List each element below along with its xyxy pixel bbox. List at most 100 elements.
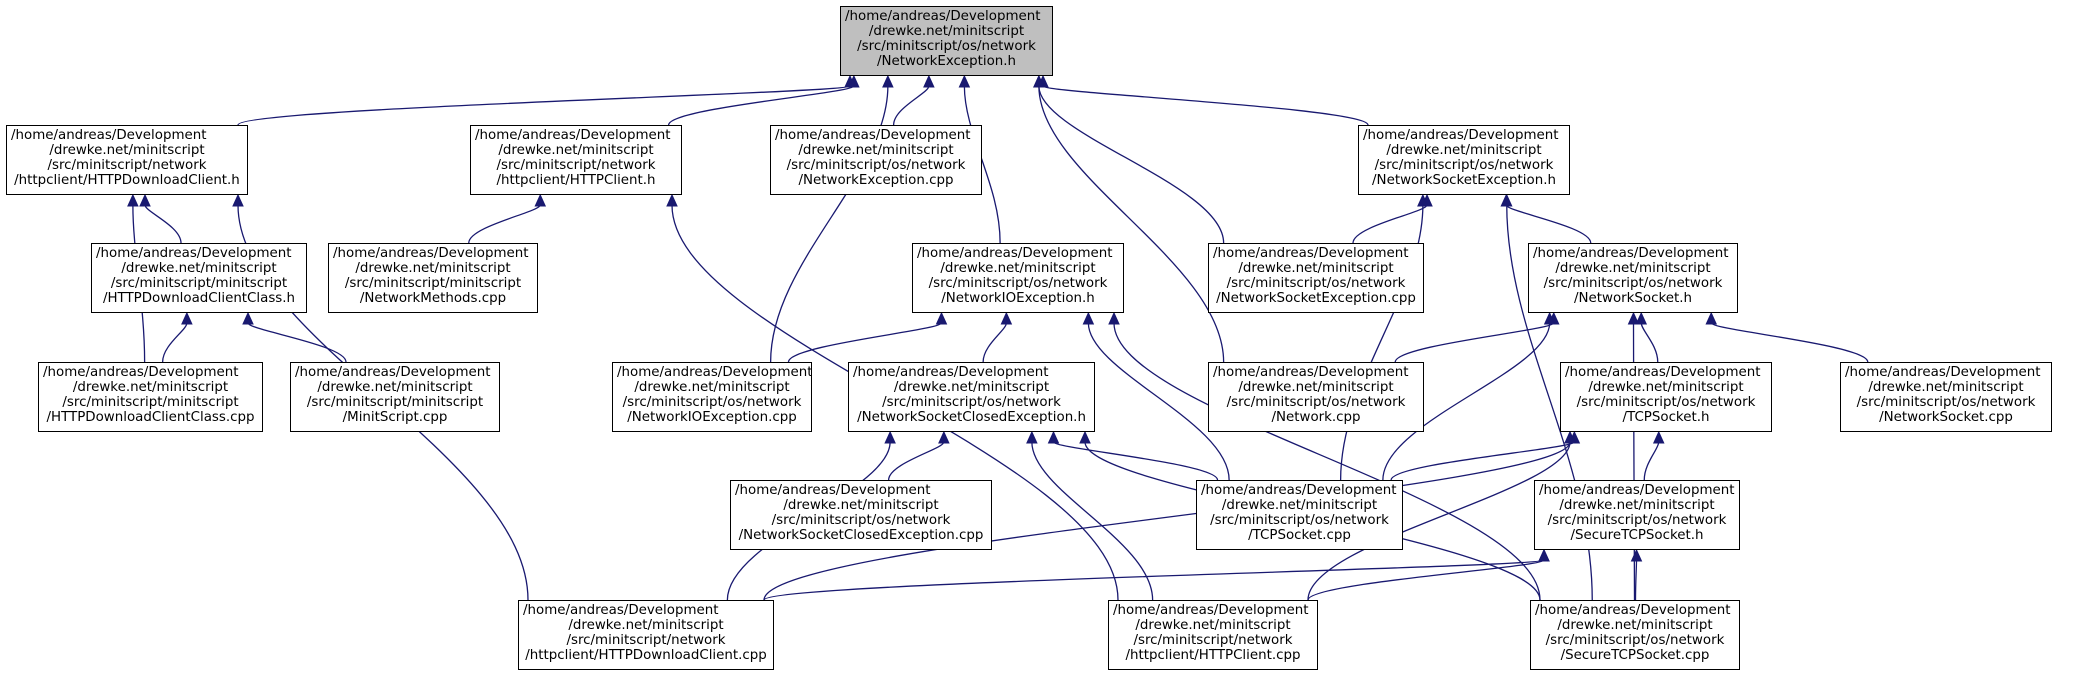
node-label-line: /SecureTCPSocket.h bbox=[1570, 528, 1704, 543]
arrowhead-n22-to-n13 bbox=[1079, 430, 1091, 444]
edge-n21-to-n19 bbox=[1307, 559, 1545, 601]
node-label-line: /home/andreas/Development bbox=[523, 603, 719, 618]
node-label-line: /src/minitscript/os/network bbox=[1226, 276, 1406, 291]
edge-n22-to-n19 bbox=[1634, 559, 1638, 601]
arrowhead-n18-to-n7 bbox=[1082, 311, 1095, 325]
node-tcp-socket-cpp[interactable]: /home/andreas/Development/drewke.net/min… bbox=[1196, 480, 1403, 550]
node-label-line: /MinitScript.cpp bbox=[342, 410, 448, 425]
node-network-socket-cpp[interactable]: /home/andreas/Development/drewke.net/min… bbox=[1840, 362, 2052, 432]
edge-n10-to-n5 bbox=[161, 322, 188, 363]
node-label-line: /home/andreas/Development bbox=[1213, 365, 1409, 380]
node-label-line: /home/andreas/Development bbox=[96, 246, 292, 261]
edge-n8-to-n0 bbox=[1038, 85, 1225, 244]
node-label-line: /drewke.net/minitscript bbox=[1238, 261, 1394, 276]
node-network-io-exception-h[interactable]: /home/andreas/Development/drewke.net/min… bbox=[912, 243, 1124, 313]
node-network-cpp[interactable]: /home/andreas/Development/drewke.net/min… bbox=[1208, 362, 1424, 432]
node-http-download-client-h[interactable]: /home/andreas/Development/drewke.net/min… bbox=[6, 125, 248, 195]
node-label-line: /src/minitscript/os/network bbox=[928, 276, 1108, 291]
node-label-line: /httpclient/HTTPClient.h bbox=[496, 173, 656, 188]
node-label-line: /home/andreas/Development bbox=[1213, 246, 1409, 261]
edge-n22-to-n9 bbox=[1632, 322, 1636, 601]
edge-n13-to-n7 bbox=[982, 322, 1008, 363]
node-label-line: /src/minitscript/minitscript bbox=[344, 276, 522, 291]
node-label-line: /drewke.net/minitscript bbox=[1555, 261, 1711, 276]
edge-n1-to-n0 bbox=[237, 85, 851, 126]
node-http-download-client-class-h[interactable]: /home/andreas/Development/drewke.net/min… bbox=[91, 243, 307, 313]
edge-n17-to-n13 bbox=[887, 441, 945, 481]
node-label-line: /NetworkException.h bbox=[876, 54, 1017, 69]
node-label-line: /src/minitscript/os/network bbox=[1210, 513, 1389, 528]
node-label-line: /NetworkSocketException.cpp bbox=[1216, 291, 1416, 306]
arrowhead-n22-to-n9 bbox=[1627, 311, 1640, 325]
edge-n21-to-n13 bbox=[1031, 441, 1154, 601]
node-label-line: /src/minitscript/os/network bbox=[786, 158, 966, 173]
edge-n18-to-n9 bbox=[1382, 322, 1551, 481]
node-label-line: /src/minitscript/network bbox=[496, 158, 656, 173]
node-network-socket-h[interactable]: /home/andreas/Development/drewke.net/min… bbox=[1528, 243, 1738, 313]
node-minitscript-cpp[interactable]: /home/andreas/Development/drewke.net/min… bbox=[290, 362, 500, 432]
arrowhead-n2-to-n0 bbox=[848, 74, 860, 88]
node-label-line: /home/andreas/Development bbox=[1535, 603, 1731, 618]
node-label-line: /home/andreas/Development bbox=[735, 483, 931, 498]
node-label-line: /drewke.net/minitscript bbox=[498, 143, 654, 158]
arrowhead-n18-to-n9 bbox=[1543, 311, 1556, 325]
arrowhead-n3-to-n0 bbox=[923, 74, 935, 88]
node-label-line: /drewke.net/minitscript bbox=[1868, 380, 2024, 395]
node-label-line: /src/minitscript/os/network bbox=[771, 513, 951, 528]
node-label-line: /src/minitscript/minitscript bbox=[110, 276, 288, 291]
node-tcp-socket-h[interactable]: /home/andreas/Development/drewke.net/min… bbox=[1560, 362, 1772, 432]
node-label-line: /drewke.net/minitscript bbox=[1559, 498, 1715, 513]
node-label-line: /drewke.net/minitscript bbox=[798, 143, 954, 158]
node-label-line: /src/minitscript/os/network bbox=[1226, 395, 1406, 410]
edge-n20-to-n19 bbox=[763, 559, 1545, 601]
node-network-socket-closed-exception-h[interactable]: /home/andreas/Development/drewke.net/min… bbox=[848, 362, 1095, 432]
edge-n8-to-n4 bbox=[1352, 204, 1428, 244]
arrowhead-n18-to-n4 bbox=[1417, 193, 1429, 207]
node-label-line: /home/andreas/Development bbox=[1363, 128, 1559, 143]
node-network-exception-cpp[interactable]: /home/andreas/Development/drewke.net/min… bbox=[770, 125, 982, 195]
node-network-socket-exception-h[interactable]: /home/andreas/Development/drewke.net/min… bbox=[1358, 125, 1570, 195]
node-label-line: /home/andreas/Development bbox=[295, 365, 491, 380]
arrowhead-n7-to-n0 bbox=[958, 74, 971, 88]
node-label-line: /src/minitscript/os/network bbox=[1545, 633, 1725, 648]
node-secure-tcp-socket-h[interactable]: /home/andreas/Development/drewke.net/min… bbox=[1534, 480, 1740, 550]
arrowhead-n13-to-n7 bbox=[1000, 311, 1013, 325]
node-label-line: /home/andreas/Development bbox=[1201, 483, 1397, 498]
node-label-line: /drewke.net/minitscript bbox=[72, 380, 229, 395]
node-label-line: /drewke.net/minitscript bbox=[1238, 380, 1394, 395]
node-network-socket-closed-exception-cpp[interactable]: /home/andreas/Development/drewke.net/min… bbox=[730, 480, 992, 550]
node-label-line: /src/minitscript/os/network bbox=[1576, 395, 1756, 410]
node-http-download-client-cpp[interactable]: /home/andreas/Development/drewke.net/min… bbox=[518, 600, 774, 670]
node-label-line: /NetworkSocketClosedException.h bbox=[857, 410, 1086, 425]
node-label-line: /home/andreas/Development bbox=[475, 128, 671, 143]
node-label-line: /src/minitscript/os/network bbox=[1856, 395, 2036, 410]
node-label-line: /NetworkSocketClosedException.cpp bbox=[738, 528, 984, 543]
node-network-methods-cpp[interactable]: /home/andreas/Development/drewke.net/min… bbox=[328, 243, 538, 313]
node-label-line: /TCPSocket.cpp bbox=[1248, 528, 1351, 543]
node-label-line: /httpclient/HTTPClient.cpp bbox=[1125, 648, 1301, 663]
node-http-client-h[interactable]: /home/andreas/Development/drewke.net/min… bbox=[470, 125, 682, 195]
node-network-io-exception-cpp[interactable]: /home/andreas/Development/drewke.net/min… bbox=[612, 362, 812, 432]
node-label-line: /httpclient/HTTPDownloadClient.h bbox=[14, 173, 240, 188]
edge-n18-to-n7 bbox=[1087, 322, 1230, 481]
node-label-line: /HTTPDownloadClientClass.cpp bbox=[46, 410, 255, 425]
node-label-line: /TCPSocket.h bbox=[1622, 410, 1710, 425]
edge-n14-to-n9 bbox=[1394, 322, 1555, 363]
node-label-line: /src/minitscript/network bbox=[47, 158, 207, 173]
edge-n15-to-n9 bbox=[1640, 322, 1659, 363]
node-http-download-client-class-cpp[interactable]: /home/andreas/Development/drewke.net/min… bbox=[38, 362, 263, 432]
node-network-socket-exception-cpp[interactable]: /home/andreas/Development/drewke.net/min… bbox=[1208, 243, 1424, 313]
node-label-line: /src/minitscript/os/network bbox=[1543, 276, 1723, 291]
arrowhead-n20-to-n13 bbox=[884, 430, 896, 444]
node-label-line: /NetworkMethods.cpp bbox=[359, 291, 507, 306]
node-label-line: /drewke.net/minitscript bbox=[1135, 618, 1291, 633]
node-network-exception-h[interactable]: /home/andreas/Development/drewke.net/min… bbox=[840, 6, 1053, 76]
node-label-line: /Network.cpp bbox=[1271, 410, 1361, 425]
node-http-client-cpp[interactable]: /home/andreas/Development/drewke.net/min… bbox=[1108, 600, 1318, 670]
node-secure-tcp-socket-cpp[interactable]: /home/andreas/Development/drewke.net/min… bbox=[1530, 600, 1740, 670]
edge-n9-to-n4 bbox=[1505, 204, 1592, 244]
arrowhead-n21-to-n13 bbox=[1026, 430, 1038, 444]
node-label-line: /drewke.net/minitscript bbox=[317, 380, 473, 395]
